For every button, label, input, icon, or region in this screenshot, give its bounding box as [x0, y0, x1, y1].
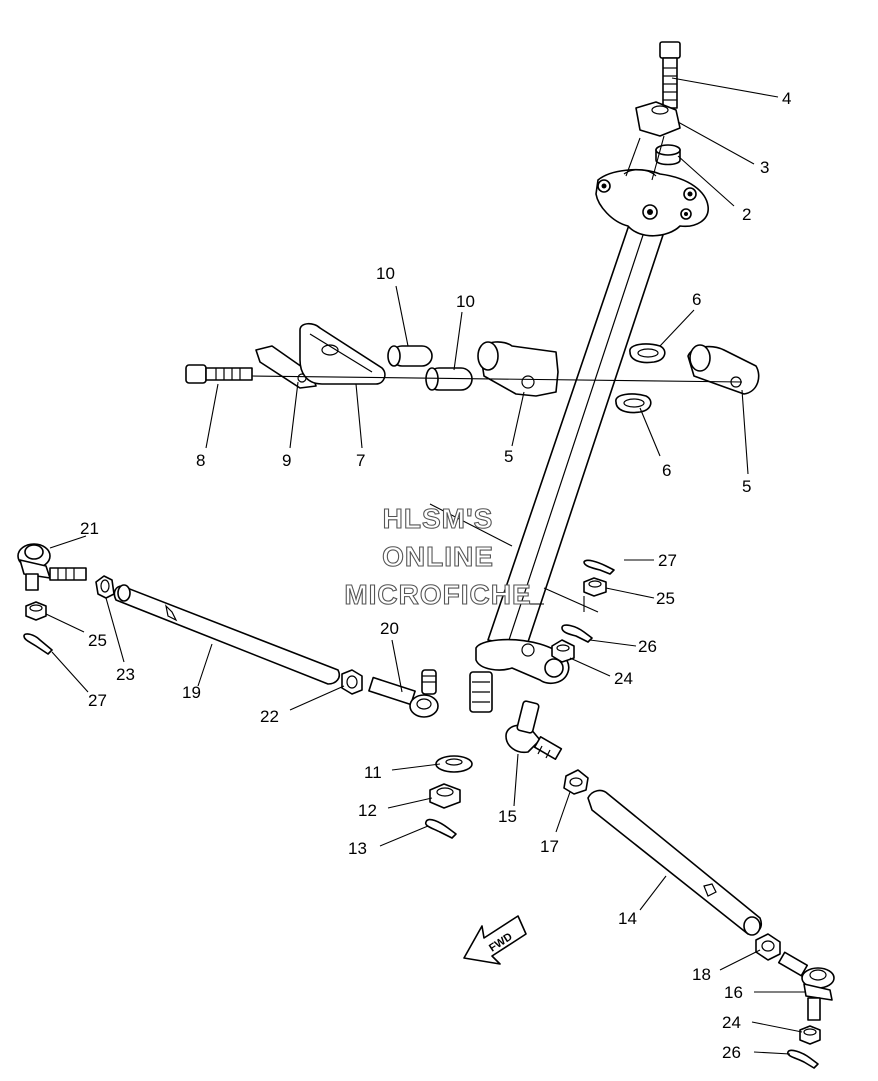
callout-13: 13: [348, 839, 367, 858]
part-25-nut-center: [583, 577, 607, 597]
callout-14: 14: [618, 909, 637, 928]
part-17-nut: [563, 769, 589, 795]
part-26-pin-right: [786, 1049, 819, 1069]
part-16-rod-end: [777, 951, 835, 1021]
callout-24-right: 24: [722, 1013, 741, 1032]
watermark-line-1: HLSM'S: [383, 503, 494, 534]
watermark: HLSM'S ONLINE MICROFICHE: [344, 502, 531, 610]
callout-4: 4: [782, 89, 791, 108]
callout-8: 8: [196, 451, 205, 470]
leader-lines: [45, 77, 806, 1055]
part-10-bushing-upper: [387, 345, 433, 367]
callout-16: 16: [724, 983, 743, 1002]
fwd-arrow-icon: FWD: [463, 915, 527, 965]
part-8-bolt: [185, 364, 253, 384]
callout-17: 17: [540, 837, 559, 856]
callout-19: 19: [182, 683, 201, 702]
callout-24-center: 24: [614, 669, 633, 688]
callout-15: 15: [498, 807, 517, 826]
callout-12: 12: [358, 801, 377, 820]
part-6-circlip-upper: [629, 343, 666, 364]
callout-25-center: 25: [656, 589, 675, 608]
callout-21: 21: [80, 519, 99, 538]
callout-5-right: 5: [742, 477, 751, 496]
part-26-pin-center: [561, 624, 593, 643]
callout-26-center: 26: [638, 637, 657, 656]
part-9-lock-plate: [255, 345, 317, 389]
part-27-pin-left: [23, 633, 53, 655]
part-24-nut-right: [799, 1025, 821, 1045]
callout-6-upper: 6: [692, 290, 701, 309]
callout-27-left: 27: [88, 691, 107, 710]
callout-10-lower: 10: [456, 292, 475, 311]
part-5-bracket-right: [687, 344, 760, 395]
callout-7: 7: [356, 451, 365, 470]
part-27-pin-center: [583, 559, 615, 575]
callout-25-left: 25: [88, 631, 107, 650]
part-19-tie-rod-left: [113, 584, 341, 685]
callout-27-center: 27: [658, 551, 677, 570]
part-24-nut-center: [551, 639, 575, 663]
callout-9: 9: [282, 451, 291, 470]
callout-26-right: 26: [722, 1043, 741, 1062]
part-15-rod-end: [505, 700, 563, 760]
callout-20: 20: [380, 619, 399, 638]
part-25-nut-left: [25, 601, 47, 621]
callout-22: 22: [260, 707, 279, 726]
part-18-nut: [755, 933, 781, 961]
callout-labels: 4 3 2 10 10 6 8 9 7 5 6 5 21 27 25 20 25…: [80, 89, 791, 1062]
part-11-washer: [435, 755, 473, 773]
watermark-line-3: MICROFICHE: [344, 579, 531, 610]
callout-6-lower: 6: [662, 461, 671, 480]
callout-23: 23: [116, 665, 135, 684]
callout-10-upper: 10: [376, 264, 395, 283]
part-5-bracket-left: [477, 341, 559, 397]
part-6-circlip-lower: [615, 393, 652, 414]
part-22-nut: [341, 669, 363, 695]
callout-5-left: 5: [504, 447, 513, 466]
steering-column: [469, 168, 709, 713]
part-23-nut-left-rod: [95, 575, 115, 599]
part-7-holder: [299, 322, 386, 385]
part-21-rod-end-left: [17, 543, 87, 591]
callout-3: 3: [760, 158, 769, 177]
callout-18: 18: [692, 965, 711, 984]
part-14-tie-rod-right: [587, 789, 763, 936]
part-13-pin: [424, 818, 457, 839]
watermark-line-2: ONLINE: [382, 541, 494, 572]
part-3-clamp: [635, 101, 681, 137]
callout-2: 2: [742, 205, 751, 224]
part-4-bolt: [659, 41, 681, 109]
callout-11: 11: [364, 763, 382, 782]
part-20-rod-end: [368, 669, 439, 718]
part-2-cap: [655, 144, 681, 166]
part-12-nut: [429, 783, 461, 809]
